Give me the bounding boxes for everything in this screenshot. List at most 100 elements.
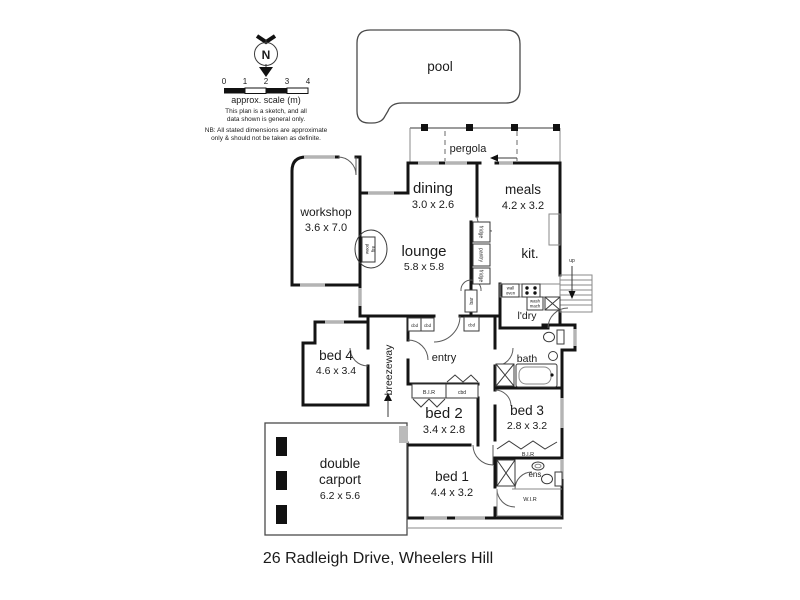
bed1-dims: 4.4 x 3.2: [431, 487, 473, 499]
bed4-door-arc: [349, 347, 369, 367]
pergola-label: pergola: [450, 143, 488, 155]
cooktop: [521, 283, 541, 298]
pergola-post: [421, 124, 428, 131]
pergola-post: [511, 124, 518, 131]
wall-oven-box: [501, 283, 520, 298]
carport-post: [276, 505, 287, 524]
disclaimer-line2: data shown is general only.: [227, 116, 305, 123]
washing-machine-box: [526, 296, 544, 311]
stairs-outline: [559, 274, 593, 313]
pergola-post: [553, 124, 560, 131]
lounge-entry-door-arc: [433, 315, 461, 343]
disclaimer-line1: This plan is a sketch, and all: [225, 108, 307, 115]
cbd-label: cbd: [424, 323, 432, 328]
wood-fire-box: [361, 236, 376, 263]
wc-toilet: [543, 329, 565, 345]
carport-post: [276, 437, 287, 456]
dining-label: dining: [413, 180, 453, 197]
room-labels: dining 3.0 x 2.6 meals 4.2 x 3.2 worksho…: [299, 180, 547, 499]
entry-label: entry: [432, 352, 457, 364]
carport-step: [399, 426, 408, 443]
compass-south-arrow-icon: [259, 67, 273, 77]
bath-basin: [548, 351, 558, 361]
workshop-door-arc: [337, 156, 357, 176]
burner-icon: [525, 286, 529, 290]
north-compass: N: [254, 34, 278, 77]
pool-outline: [356, 29, 521, 124]
robe-zigzag: [446, 374, 479, 383]
wood-fire-label-2: fire: [371, 245, 376, 252]
bir-label: B.I.R: [423, 390, 435, 396]
wood-fire-ring: [354, 229, 388, 269]
lounge-dims: 5.8 x 5.8: [404, 261, 444, 273]
pergola-dashed-lines: [444, 131, 518, 161]
ensuite-label: ens.: [528, 470, 543, 479]
scale-tick-1: 1: [243, 77, 248, 86]
bath-shower: [495, 363, 515, 387]
carport-dims: 6.2 x 5.6: [320, 490, 360, 502]
bed3-dims: 2.8 x 3.2: [507, 420, 547, 432]
dining-dims: 3.0 x 2.6: [412, 199, 454, 211]
fridge-label: fridge: [478, 270, 484, 283]
bed3-door-arc: [494, 389, 512, 407]
wir-label: W.I.R: [523, 497, 536, 503]
ensuite-shower: [496, 459, 516, 487]
bath-door-arc: [494, 347, 514, 367]
stairs-up-label: up: [569, 258, 575, 264]
ensuite-toilet: [541, 471, 563, 487]
bath-label: bath: [517, 353, 538, 365]
bed2-dims: 3.4 x 2.8: [423, 424, 465, 436]
window-segments: [300, 155, 577, 520]
nb-line1: NB: All stated dimensions are approximat…: [205, 127, 328, 134]
carport-post: [276, 471, 287, 490]
burner-icon: [525, 291, 529, 295]
wir-outline: [496, 488, 562, 517]
stairs-arrow-head-icon: [568, 291, 576, 299]
burner-icon: [533, 286, 537, 290]
pool-area: pool: [356, 29, 521, 124]
carport-outline: [264, 422, 408, 536]
bed4-label: bed 4: [319, 348, 353, 363]
scale-tick-4: 4: [306, 77, 311, 86]
stair-treads: [560, 279, 592, 306]
wood-fire-label-1: wood: [365, 243, 370, 254]
bed4-dims: 4.6 x 3.4: [316, 365, 356, 377]
wall-oven-label-1: wall: [507, 286, 514, 291]
bed2-label: bed 2: [425, 405, 463, 422]
stairs: up: [559, 258, 593, 313]
kitchen-fixtures: fridge pantry fridge bar wall oven wash …: [464, 213, 561, 313]
carport-area: double carport 6.2 x 5.6: [264, 422, 408, 536]
wood-fire: wood fire: [354, 229, 388, 269]
wash-label-1: wash: [530, 299, 541, 304]
windows: [300, 155, 577, 520]
cbd-label: cbd: [411, 323, 419, 328]
workshop-dims: 3.6 x 7.0: [305, 222, 347, 234]
wir-door-arc: [496, 488, 516, 508]
pantry-label: pantry: [478, 248, 484, 262]
compass-n-letter: N: [262, 48, 271, 62]
wash-label-2: mach: [530, 304, 541, 309]
bir-label: B.I.R: [522, 452, 534, 458]
wall-oven-label-2: oven: [506, 291, 516, 296]
scale-seg-2: [244, 87, 267, 94]
fridge-box: [472, 267, 491, 285]
carport-label-1: double: [320, 456, 361, 471]
pergola-area: pergola: [409, 124, 561, 162]
bed1-door-arc: [472, 444, 494, 466]
nb-line2: only & should not be taken as definite.: [211, 135, 321, 142]
bar-box: [464, 289, 478, 313]
cbd-label: cbd: [458, 390, 466, 396]
fridge-label: fridge: [478, 226, 484, 239]
robe-zigzag: [496, 440, 558, 450]
bed2-cbd-box: [445, 383, 479, 399]
bathtub: [515, 363, 558, 388]
cbd-label: cbd: [468, 323, 476, 328]
scale-bar: 0 1 2 3 4 approx. scale (m) This plan is…: [205, 77, 328, 142]
bed1-label: bed 1: [435, 469, 469, 484]
burner-icon: [533, 291, 537, 295]
laundry-label: l'dry: [518, 310, 538, 322]
ensuite-basin: [531, 461, 545, 471]
scale-seg-3: [266, 88, 287, 94]
bifold-door-lines: [412, 398, 446, 408]
